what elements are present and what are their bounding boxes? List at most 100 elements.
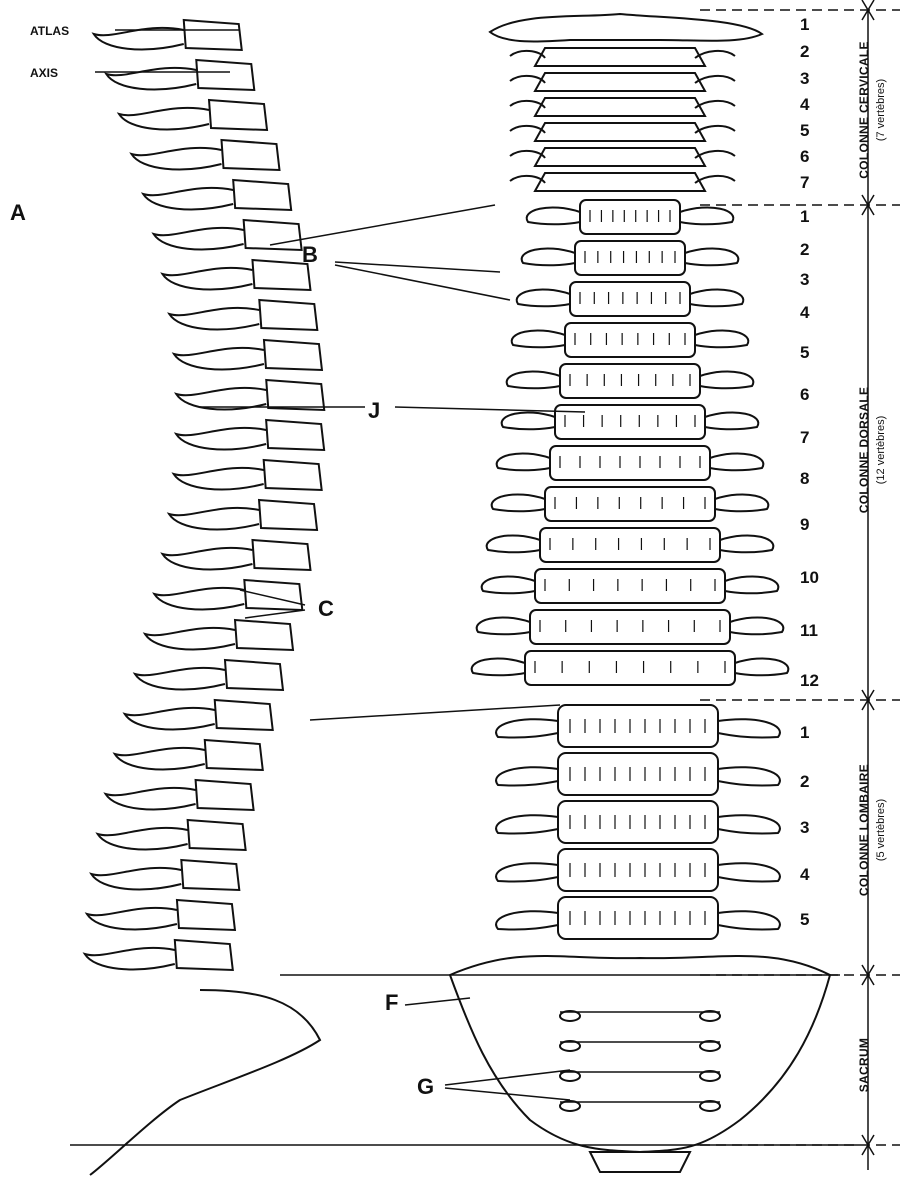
lateral-spine-view	[85, 20, 324, 1175]
dorsal-transverse-process	[715, 494, 768, 511]
dorsal-transverse-process	[695, 330, 748, 347]
region-lumbar-count: (5 vertèbres)	[875, 799, 887, 861]
dorsal-transverse-process	[720, 535, 773, 552]
cervical-vertebra-number: 2	[800, 42, 809, 61]
leader-line	[310, 705, 560, 720]
lateral-spinous-process	[143, 188, 233, 210]
dorsal-transverse-process	[482, 576, 535, 593]
lateral-vertebra-body	[196, 60, 254, 90]
cervical-vertebra	[535, 48, 705, 66]
dorsal-vertebra-number: 11	[800, 621, 818, 640]
dorsal-transverse-process	[512, 330, 565, 347]
lateral-vertebra-body	[205, 740, 263, 770]
lateral-vertebra-body	[235, 620, 293, 650]
label-B: B	[302, 242, 318, 267]
lateral-vertebra-body	[209, 100, 267, 130]
dorsal-vertebra	[555, 405, 705, 439]
lumbar-vertebra-number: 1	[800, 723, 809, 742]
label-G: G	[417, 1074, 434, 1099]
cervical-vertebra-number: 7	[800, 173, 809, 192]
dorsal-transverse-process	[730, 617, 783, 634]
lateral-vertebra-body	[196, 780, 254, 810]
lateral-spinous-process	[162, 268, 252, 290]
leader-line	[245, 610, 305, 618]
dorsal-vertebra-number: 4	[800, 303, 810, 322]
lateral-spinous-process	[154, 588, 244, 610]
lateral-spinous-process	[135, 668, 225, 690]
lateral-vertebra-body	[244, 220, 302, 250]
lateral-vertebra-body	[175, 940, 233, 970]
dorsal-vertebra	[525, 651, 735, 685]
vertebra-number-column: 123456712345678910111212345	[800, 15, 819, 929]
cervical-vertebra-number: 5	[800, 121, 809, 140]
lateral-vertebra-body	[264, 460, 322, 490]
sacrum	[450, 956, 830, 1152]
lateral-spinous-process	[154, 228, 244, 250]
dorsal-vertebra-number: 9	[800, 515, 809, 534]
label-F: F	[385, 990, 398, 1015]
dorsal-transverse-process	[497, 453, 550, 470]
lumbar-transverse-process	[718, 815, 780, 833]
leader-line	[335, 265, 510, 300]
lumbar-transverse-process	[496, 815, 558, 833]
dorsal-vertebra	[545, 487, 715, 521]
lateral-vertebra-body	[177, 900, 235, 930]
lateral-spinous-process	[169, 508, 259, 530]
lateral-spinous-process	[94, 28, 184, 50]
lateral-vertebra-body	[188, 820, 246, 850]
lumbar-transverse-process	[496, 719, 558, 737]
dorsal-transverse-process	[507, 371, 560, 388]
lumbar-vertebra-number: 3	[800, 818, 809, 837]
dorsal-transverse-process	[527, 207, 580, 224]
dorsal-transverse-process	[710, 453, 763, 470]
lateral-vertebra-body	[259, 500, 317, 530]
lumbar-transverse-process	[718, 719, 780, 737]
lumbar-transverse-process	[496, 767, 558, 785]
dorsal-vertebra-number: 8	[800, 469, 809, 488]
dorsal-vertebra-number: 3	[800, 270, 809, 289]
dorsal-transverse-process	[492, 494, 545, 511]
dorsal-vertebra	[540, 528, 720, 562]
dorsal-vertebra-number: 5	[800, 343, 809, 362]
label-A: A	[10, 200, 26, 225]
dorsal-vertebra-number: 2	[800, 240, 809, 259]
dorsal-transverse-process	[690, 289, 743, 306]
region-lumbar: COLONNE LOMBAIRE (5 vertèbres)	[857, 764, 887, 896]
dorsal-vertebra	[575, 241, 685, 275]
region-dorsal-name: COLONNE DORSALE	[857, 387, 871, 514]
label-atlas: ATLAS	[30, 24, 69, 38]
leader-line	[270, 205, 495, 245]
label-C: C	[318, 596, 334, 621]
lateral-spinous-process	[174, 468, 264, 490]
lumbar-vertebra	[558, 801, 718, 843]
lateral-spinous-process	[106, 68, 196, 90]
frontal-spine-view	[450, 14, 830, 1172]
atlas-vertebra	[490, 14, 762, 42]
lateral-vertebra-body	[244, 580, 302, 610]
dorsal-transverse-process	[680, 207, 733, 224]
cervical-vertebra-number: 6	[800, 147, 809, 166]
lateral-spinous-process	[176, 388, 266, 410]
dorsal-vertebra-number: 1	[800, 207, 809, 226]
lumbar-vertebra	[558, 897, 718, 939]
lateral-spinous-process	[125, 708, 215, 730]
dorsal-vertebra	[560, 364, 700, 398]
lumbar-transverse-process	[496, 863, 558, 881]
lumbar-transverse-process	[718, 911, 780, 929]
leader-lines	[70, 30, 860, 1145]
cervical-vertebra	[535, 123, 705, 141]
lateral-spinous-process	[169, 308, 259, 330]
cervical-vertebra	[535, 98, 705, 116]
region-sacrum: SACRUM	[857, 1038, 871, 1092]
lateral-spinous-process	[98, 828, 188, 850]
lumbar-transverse-process	[718, 767, 780, 785]
lumbar-vertebra-number: 2	[800, 772, 809, 791]
dorsal-vertebra	[565, 323, 695, 357]
lumbar-vertebra-number: 4	[800, 865, 810, 884]
region-dorsal-count: (12 vertèbres)	[875, 416, 887, 484]
lumbar-vertebra	[558, 753, 718, 795]
lumbar-transverse-process	[496, 911, 558, 929]
lateral-spinous-process	[87, 908, 177, 930]
cervical-vertebra	[535, 148, 705, 166]
